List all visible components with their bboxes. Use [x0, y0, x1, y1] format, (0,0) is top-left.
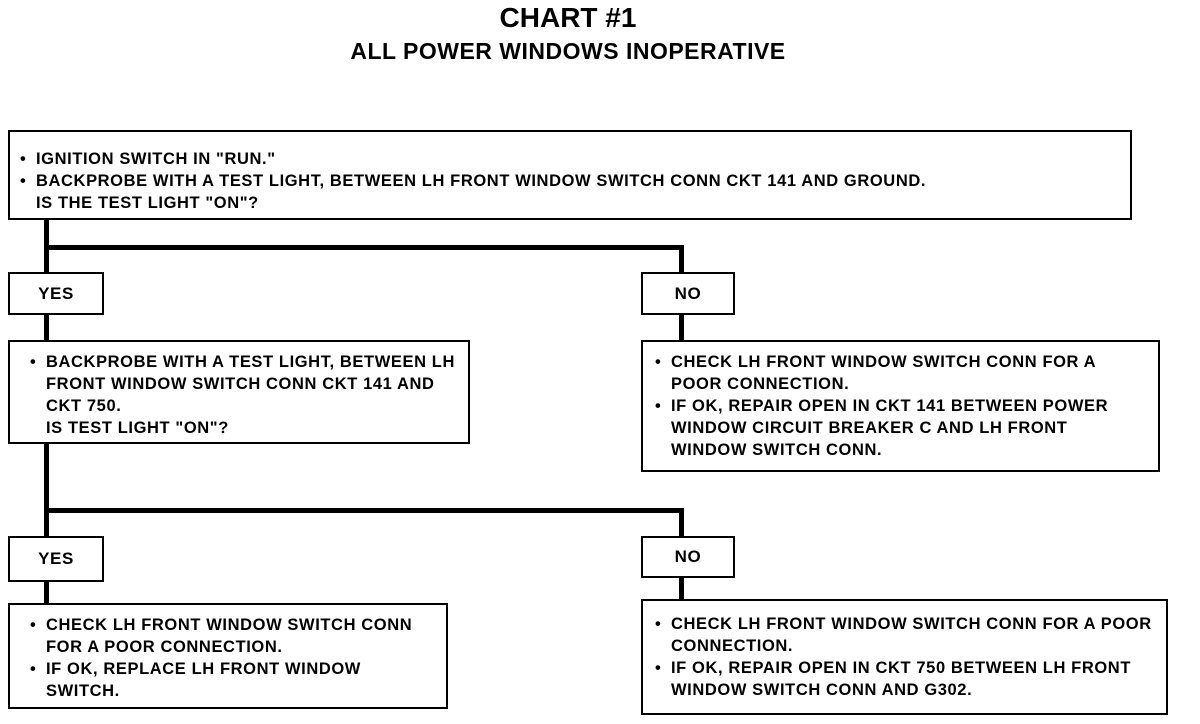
- connector-branch2-horizontal: [44, 508, 684, 513]
- step1-bullet-backprobe: BACKPROBE WITH A TEST LIGHT, BETWEEN LH …: [20, 170, 1120, 192]
- result1-no-bullet-check: CHECK LH FRONT WINDOW SWITCH CONN FOR A …: [655, 351, 1146, 395]
- result1-no-bullet-repair: IF OK, REPAIR OPEN IN CKT 141 BETWEEN PO…: [655, 395, 1146, 461]
- connector-step2-down: [44, 442, 49, 538]
- result1-no-box: CHECK LH FRONT WINDOW SWITCH CONN FOR A …: [641, 340, 1160, 472]
- branch1-no-box: NO: [641, 272, 735, 315]
- connector-branch1-no-down: [679, 245, 684, 274]
- step2-question: IS TEST LIGHT "ON"?: [46, 419, 229, 437]
- result2-yes-box: CHECK LH FRONT WINDOW SWITCH CONN FOR A …: [8, 603, 448, 709]
- connector-yes1-to-step2: [44, 313, 49, 342]
- branch2-no-box: NO: [641, 536, 735, 578]
- connector-branch2-no-down: [679, 508, 684, 538]
- step1-bullets: IGNITION SWITCH IN "RUN." BACKPROBE WITH…: [20, 148, 1120, 192]
- step1-question: IS THE TEST LIGHT "ON"?: [36, 194, 259, 212]
- step1-box: IGNITION SWITCH IN "RUN." BACKPROBE WITH…: [8, 130, 1132, 220]
- result2-yes-bullet-replace: IF OK, REPLACE LH FRONT WINDOW SWITCH.: [30, 658, 436, 702]
- result2-no-bullet-check: CHECK LH FRONT WINDOW SWITCH CONN FOR A …: [655, 613, 1154, 657]
- step2-bullets: BACKPROBE WITH A TEST LIGHT, BETWEEN LH …: [30, 351, 458, 417]
- result2-yes-bullet-check: CHECK LH FRONT WINDOW SWITCH CONN FOR A …: [30, 614, 436, 658]
- result2-no-bullets: CHECK LH FRONT WINDOW SWITCH CONN FOR A …: [655, 613, 1154, 701]
- chart-subtitle: ALL POWER WINDOWS INOPERATIVE: [350, 38, 786, 64]
- chart-title: CHART #1: [499, 2, 637, 33]
- connector-no2-to-result: [679, 576, 684, 601]
- step2-box: BACKPROBE WITH A TEST LIGHT, BETWEEN LH …: [8, 340, 470, 444]
- connector-no1-to-result: [679, 313, 684, 342]
- branch2-yes-box: YES: [8, 536, 104, 582]
- result1-no-bullets: CHECK LH FRONT WINDOW SWITCH CONN FOR A …: [655, 351, 1146, 461]
- result2-no-box: CHECK LH FRONT WINDOW SWITCH CONN FOR A …: [641, 599, 1168, 715]
- result2-no-bullet-repair: IF OK, REPAIR OPEN IN CKT 750 BETWEEN LH…: [655, 657, 1154, 701]
- step1-bullet-ignition: IGNITION SWITCH IN "RUN.": [20, 148, 1120, 170]
- connector-yes2-to-result: [44, 580, 49, 605]
- connector-branch1-horizontal: [44, 245, 684, 250]
- result2-yes-bullets: CHECK LH FRONT WINDOW SWITCH CONN FOR A …: [30, 614, 436, 702]
- branch1-yes-box: YES: [8, 272, 104, 315]
- step2-bullet-backprobe: BACKPROBE WITH A TEST LIGHT, BETWEEN LH …: [30, 351, 458, 417]
